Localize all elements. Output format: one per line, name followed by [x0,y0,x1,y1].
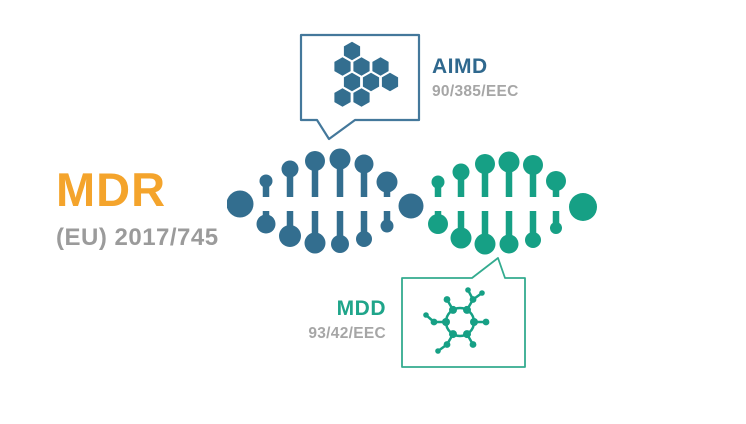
aimd-speech-bubble [299,33,421,141]
aimd-directive: 90/385/EEC [432,83,519,100]
molecule-icon [423,287,490,354]
aimd-label: AIMD [432,55,488,78]
mdd-label: MDD [336,297,386,320]
regulation-number: (EU) 2017/745 [56,224,219,251]
mdd-speech-bubble [401,257,526,368]
dna-strand-icon [227,148,597,255]
mdd-directive: 93/42/EEC [308,325,386,342]
page-title: MDR [56,163,167,216]
title-block: MDR (EU) 2017/745 [56,166,219,252]
mdd-label-block: MDD 93/42/EEC [266,297,386,343]
aimd-label-block: AIMD 90/385/EEC [432,55,519,101]
